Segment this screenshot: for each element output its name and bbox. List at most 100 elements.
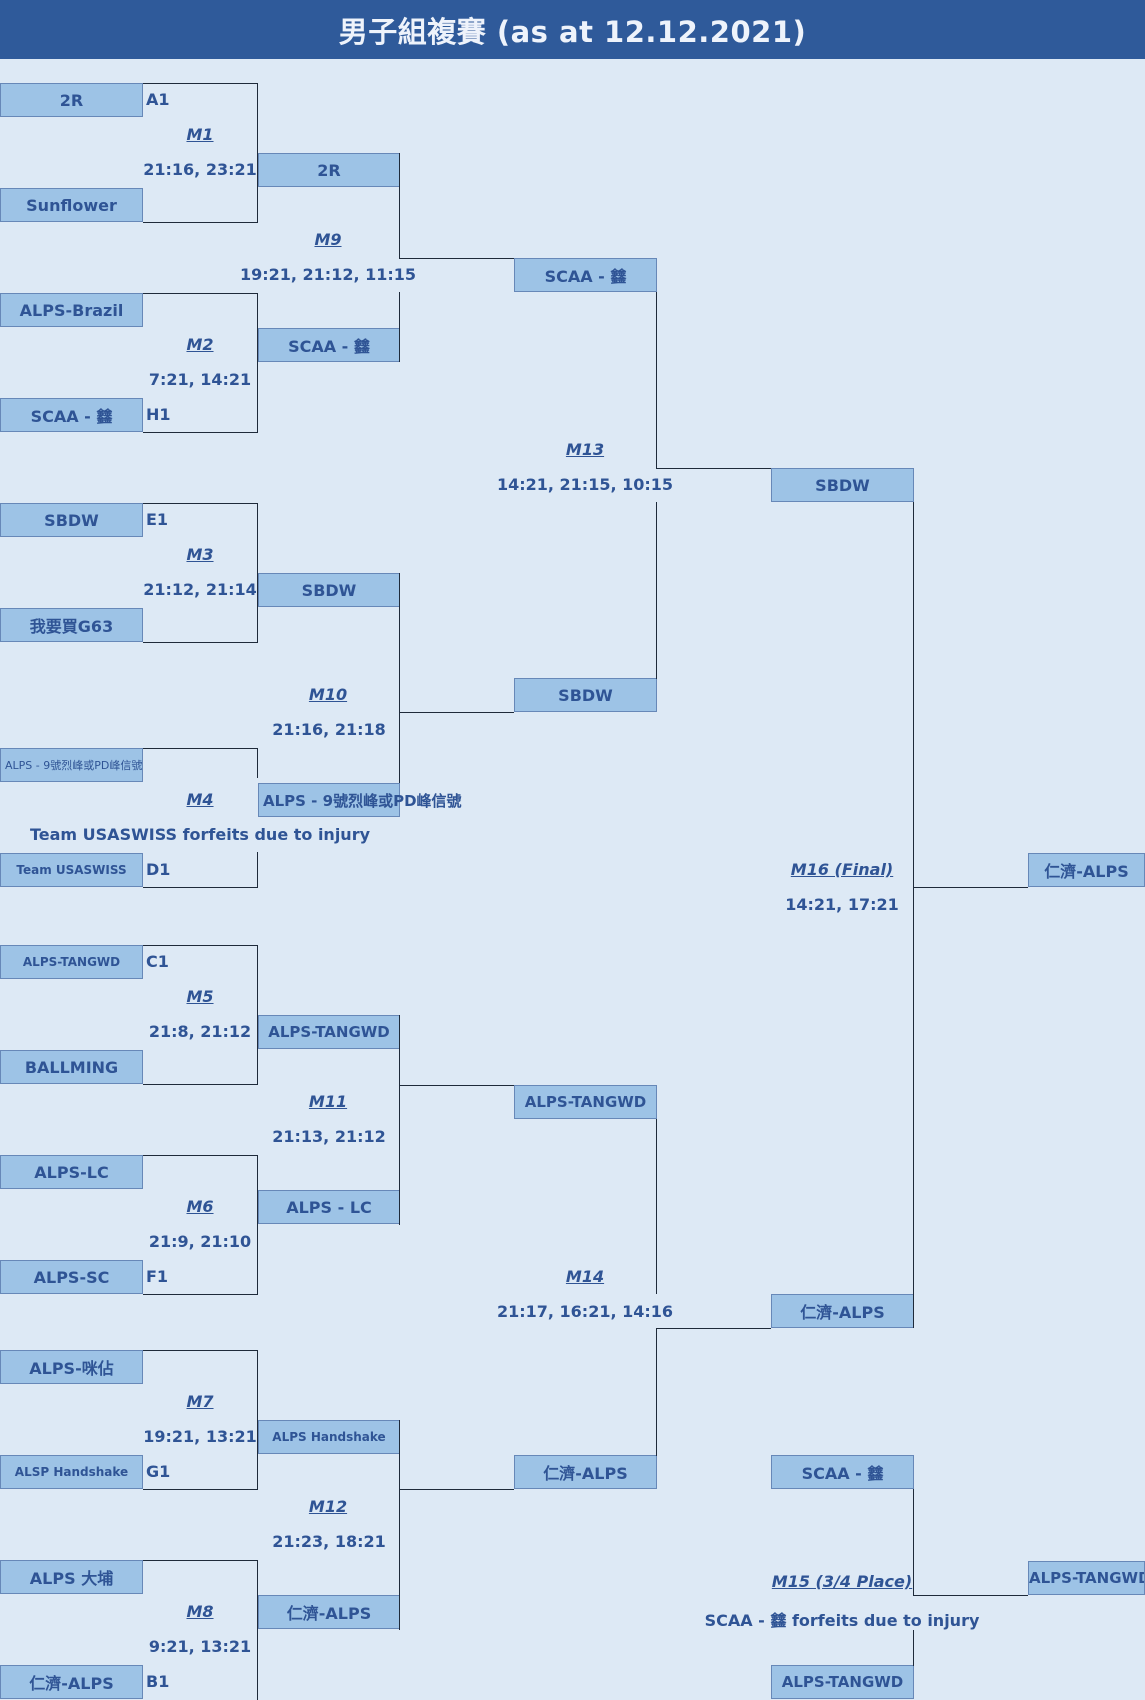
bracket-line [913,1630,914,1666]
match-label: M5 [186,987,214,1006]
bracket-line [257,83,258,223]
match-label: M14 [565,1267,605,1286]
bracket-line [143,1294,258,1295]
bracket-line [913,1489,914,1595]
match-label: M7 [186,1392,214,1411]
seed-label: H1 [146,405,171,424]
seed-label: A1 [146,90,170,109]
match-label: M10 [308,685,348,704]
bracket-line [143,1155,258,1156]
seed-label: E1 [146,510,169,529]
team-cell: 仁濟-ALPS [0,1665,143,1699]
bracket-line [143,945,258,946]
team-cell: SBDW [0,503,143,537]
team-cell: ALPS-SC [0,1260,143,1294]
match-label: M9 [314,230,342,249]
team-cell: 仁濟-ALPS [771,1294,914,1328]
team-cell: 仁濟-ALPS [258,1595,400,1629]
bracket-line [257,1155,258,1295]
match-label: M3 [186,545,214,564]
bracket-line [399,153,400,258]
match-label: M4 [186,790,214,809]
bracket-line [399,712,514,713]
team-cell: ALPS 大埔 [0,1560,143,1594]
bracket-line [143,432,258,433]
seed-label: C1 [146,952,169,971]
team-cell: SCAA - 𨰻 [0,398,143,432]
team-cell: ALPS-Brazil [0,293,143,327]
bracket-line [257,503,258,643]
team-cell: SCAA - 𨰻 [771,1455,914,1489]
bracket-line [143,887,258,888]
bracket-line [399,1489,514,1490]
match-score: 9:21, 13:21 [148,1637,252,1656]
bracket-line [143,293,258,294]
third-place-winner-cell: ALPS-TANGWD [1028,1561,1145,1595]
seed-label: F1 [146,1267,169,1286]
match-label: M2 [186,335,214,354]
seed-label: G1 [146,1462,171,1481]
team-cell: SBDW [771,468,914,502]
bracket-line [143,503,258,504]
match-label: M16 (Final) [790,860,894,879]
team-cell: ALPS Handshake [258,1420,400,1454]
bracket-line [913,1595,1028,1596]
match-score: 19:21, 13:21 [143,1427,257,1446]
bracket-line [143,1350,258,1351]
bracket-line [399,1420,400,1630]
match-score: 21:9, 21:10 [148,1232,252,1251]
bracket-line [257,293,258,433]
bracket-line [399,1015,400,1225]
team-cell: ALPS-TANGWD [0,945,143,979]
team-cell: Sunflower [0,188,143,222]
match-score: 21:16, 23:21 [143,160,257,179]
team-cell: SBDW [258,573,400,607]
page-title: 男子組複賽 (as at 12.12.2021) [0,0,1145,59]
bracket-line [656,292,657,468]
match-label: M1 [186,125,214,144]
match-label: M12 [308,1497,348,1516]
team-cell: ALPS-TANGWD [771,1665,914,1699]
bracket-line [143,83,258,84]
team-cell: ALPS-TANGWD [258,1015,400,1049]
match-score: 21:13, 21:12 [272,1127,386,1146]
match-label: M6 [186,1197,214,1216]
team-cell: 2R [258,153,400,187]
bracket-line [143,222,258,223]
team-cell: ALPS - 9號烈峰或PD峰信號 [258,783,462,817]
bracket-line [257,852,258,888]
bracket-line [656,1119,657,1294]
match-label: M15 (3/4 Place) [771,1572,913,1591]
match-score: 14:21, 21:15, 10:15 [496,475,674,494]
seed-label: D1 [146,860,171,879]
match-label: M13 [565,440,605,459]
match-score: 21:23, 18:21 [272,1532,386,1551]
seed-label: B1 [146,1672,170,1691]
team-cell: SCAA - 𨰻 [258,328,400,362]
team-cell: ALPS-TANGWD [514,1085,657,1119]
bracket-line [656,502,657,679]
team-cell: BALLMING [0,1050,143,1084]
bracket-line [143,748,258,749]
bracket-line [399,258,514,259]
champion-cell: 仁濟-ALPS [1028,853,1145,887]
match-score: Team USASWISS forfeits due to injury [29,825,371,844]
match-score: 14:21, 17:21 [785,895,899,914]
team-cell: ALPS - 9號烈峰或PD峰信號 [0,748,143,782]
match-label: M8 [186,1602,214,1621]
bracket-line [656,1329,657,1456]
bracket-line [257,1350,258,1490]
bracket-line [399,573,400,783]
match-score: 21:12, 21:14 [143,580,257,599]
team-cell: 2R [0,83,143,117]
team-cell: ALPS-LC [0,1155,143,1189]
match-score: 21:16, 21:18 [272,720,386,739]
match-score: 21:17, 16:21, 14:16 [496,1302,674,1321]
bracket-line [257,945,258,1085]
bracket-line [656,468,771,469]
bracket-line [913,887,1028,888]
match-label: M11 [308,1092,348,1111]
team-cell: 我要買G63 [0,608,143,642]
team-cell: ALPS - LC [258,1190,400,1224]
